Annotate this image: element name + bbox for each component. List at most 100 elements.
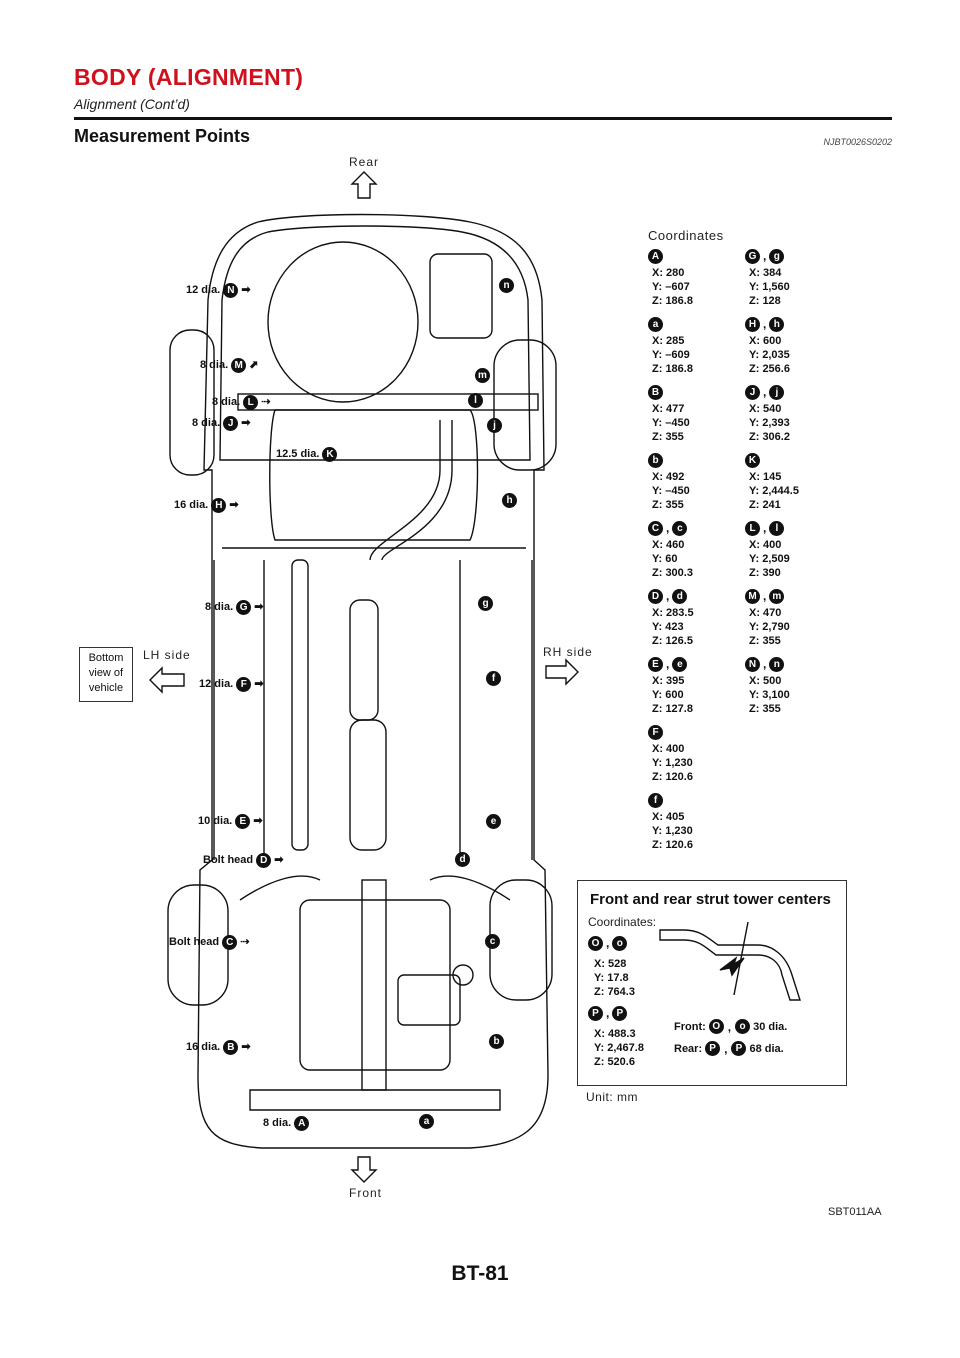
label-M-text: 8 dia. xyxy=(200,359,229,371)
label-H-text: 16 dia. xyxy=(174,499,209,511)
coord-value-x: X: 470 xyxy=(749,607,782,619)
bottom-view-line-1: Bottom xyxy=(88,652,124,664)
coord-value-x: X: 540 xyxy=(749,403,782,415)
strut-rear-line: Rear: P,P 68 dia. xyxy=(674,1041,784,1056)
arrow-right-icon: ➡ xyxy=(254,678,264,690)
badge-F-icon: F xyxy=(236,677,252,692)
label-D-text: Bolt head xyxy=(203,854,254,866)
strut-tower-sketch xyxy=(659,921,801,1001)
point-badge-icon: n xyxy=(769,656,785,672)
coord-value-z: Z: 120.6 xyxy=(652,839,693,851)
coord-value-z: Z: 355 xyxy=(749,635,781,647)
point-badge-icon: a xyxy=(648,316,663,332)
coord-value-y: Y: 423 xyxy=(652,621,684,633)
badge-M-icon: M xyxy=(231,358,247,373)
coordinates-panel: Coordinates xyxy=(648,228,828,243)
badge-K-icon: K xyxy=(322,447,338,462)
coord-value-z: Z: 126.5 xyxy=(652,635,693,647)
coord-value-z: Z: 300.3 xyxy=(652,567,693,579)
coordinates-heading: Coordinates xyxy=(648,228,724,243)
badge-J-icon: J xyxy=(223,416,239,431)
coord-value-y: Y: –609 xyxy=(652,349,690,361)
badge-b-icon: b xyxy=(489,1034,504,1049)
strut-rear-label: Rear: xyxy=(674,1042,703,1055)
strut-front-line: Front: O,o 30 dia. xyxy=(674,1019,788,1034)
point-badge-icon: B xyxy=(648,384,663,400)
rh-arrow-icon xyxy=(545,658,579,686)
badge-f-icon: f xyxy=(486,671,501,686)
badge-n-icon: n xyxy=(499,278,514,293)
unit-label: Unit: mm xyxy=(586,1090,638,1104)
coord-value-y: Y: 2,509 xyxy=(749,553,790,565)
coord-entry-badges: b xyxy=(648,450,690,470)
coord-value-y: Y: 2,393 xyxy=(749,417,790,429)
coord-entry-badges: L,l xyxy=(745,518,790,538)
header-rule xyxy=(74,117,892,120)
coord-entry-badges: N,n xyxy=(745,654,790,674)
label-J-text: 8 dia. xyxy=(192,417,221,429)
badge-p-icon: P xyxy=(731,1041,747,1056)
arrow-right-icon: ➡ xyxy=(241,417,251,429)
point-badge-icon: m xyxy=(769,588,785,604)
coord-value-x: X: 384 xyxy=(749,267,782,279)
coord-value-z: Z: 256.6 xyxy=(749,363,790,375)
coord-value-x: X: 285 xyxy=(652,335,685,347)
coord-value-z: Z: 127.8 xyxy=(652,703,693,715)
body-outline xyxy=(197,213,549,1149)
badge-e-icon: e xyxy=(486,814,501,829)
rear-left-wheel xyxy=(169,329,215,476)
coord-value-z: Z: 390 xyxy=(749,567,781,579)
coord-value-y: Y: 2,035 xyxy=(749,349,790,361)
point-badge-icon: g xyxy=(769,248,785,264)
badge-h-icon: h xyxy=(502,493,517,508)
point-badge-icon: j xyxy=(769,384,785,400)
figure-id: SBT011AA xyxy=(828,1206,882,1218)
label-B: 16 dia. B ➡ xyxy=(186,1040,251,1055)
label-F: 12 dia. F ➡ xyxy=(199,677,264,692)
strut-front-dia: 30 dia. xyxy=(753,1020,788,1033)
coord-value-z: Z: 120.6 xyxy=(652,771,693,783)
strut-coord-heading: Coordinates: xyxy=(588,915,657,929)
badge-N-icon: N xyxy=(223,283,239,298)
badge-a-icon: a xyxy=(419,1114,434,1129)
coord-value-z: Z: 186.8 xyxy=(652,363,693,375)
coord-value-z: Z: 186.8 xyxy=(652,295,693,307)
coord-entry-badges: f xyxy=(648,790,693,810)
label-D: Bolt head D ➡ xyxy=(203,853,283,868)
badge-g-icon: g xyxy=(478,596,493,611)
badge-o-icon: o xyxy=(612,935,628,951)
badge-j-icon: j xyxy=(487,418,502,433)
strut-p-values: X: 488.3 Y: 2,467.8 Z: 520.6 xyxy=(594,1027,644,1069)
label-G: 8 dia. G ➡ xyxy=(205,600,263,615)
point-badge-icon: M xyxy=(745,588,760,604)
coord-entry-badges: F xyxy=(648,722,693,742)
coord-value-z: Z: 355 xyxy=(652,499,684,511)
arrow-right-icon: ➡ xyxy=(253,815,263,827)
label-C-text: Bolt head xyxy=(169,936,220,948)
label-L-text: 8 dia. xyxy=(212,396,241,408)
coord-value-x: X: 400 xyxy=(749,539,782,551)
label-N-text: 12 dia. xyxy=(186,284,221,296)
point-badge-icon: H xyxy=(745,316,760,332)
coord-value-x: X: 500 xyxy=(749,675,782,687)
label-J: 8 dia. J ➡ xyxy=(192,416,250,431)
coord-value-z: Z: 128 xyxy=(749,295,781,307)
rear-right-wheel xyxy=(493,339,557,471)
label-B-text: 16 dia. xyxy=(186,1041,221,1053)
coord-entry-badges: H,h xyxy=(745,314,790,334)
point-badge-icon: K xyxy=(745,452,760,468)
coord-entry-badges: B xyxy=(648,382,690,402)
point-badge-icon: c xyxy=(672,520,688,536)
coord-value-x: X: 280 xyxy=(652,267,685,279)
strut-title: Front and rear strut tower centers xyxy=(590,891,831,908)
bottom-view-line-3: vehicle xyxy=(88,682,124,694)
badge-G-icon: G xyxy=(236,600,252,615)
coord-value-x: X: 460 xyxy=(652,539,685,551)
coord-value-x: X: 400 xyxy=(652,743,685,755)
front-direction-label: Front xyxy=(349,1186,383,1200)
